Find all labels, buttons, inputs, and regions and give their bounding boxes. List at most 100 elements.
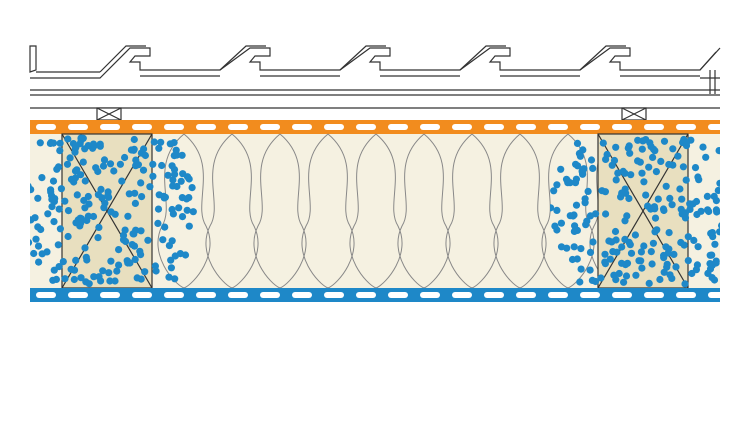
insulation-granule [111,277,119,285]
insulation-granule [115,246,123,254]
vapour-layer-perforation [324,292,344,298]
underlay-perforation [164,124,184,130]
insulation-granule [157,138,165,146]
insulation-granule [557,165,565,173]
insulation-granule [678,195,686,203]
underlay-perforation [484,124,504,130]
insulation-granule [573,255,581,263]
insulation-granule [43,248,51,256]
insulation-granule [77,274,85,282]
insulation-granule [620,278,628,286]
insulation-granule [138,193,146,201]
insulation-granule [89,140,98,148]
mineral-wool-lobe [253,133,307,289]
vapour-layer-perforation [708,292,728,298]
insulation-granule [642,191,650,199]
batten-left [96,107,122,121]
insulation-granule [176,250,184,258]
insulation-granule [586,248,595,256]
insulation-granule [686,200,694,208]
underlay-perforation [644,124,664,130]
insulation-granule [55,263,63,271]
vapour-layer-perforation [36,292,56,298]
insulation-granule [22,238,29,245]
insulation-granule [587,156,596,164]
insulation-granule [160,194,168,202]
insulation-granule [140,145,148,153]
insulation-granule [30,216,35,224]
insulation-granule [668,274,676,282]
insulation-granule [83,216,91,225]
insulation-granule [571,222,579,230]
insulation-granule [708,229,717,237]
underlay-perforation [356,124,376,130]
insulation-granule [662,182,670,190]
mineral-wool-lobe [541,133,595,289]
roof-tiles [29,45,721,94]
insulation-granule [619,167,627,175]
insulation-granule [644,202,652,210]
insulation-granule [665,245,673,253]
vapour-layer-perforation [644,292,664,298]
insulation-granule [577,245,585,253]
insulation-granule [127,146,135,154]
insulation-granule [699,143,707,151]
underlay-perforation [548,124,568,130]
insulation-granule [623,212,631,220]
insulation-granule [615,269,623,278]
insulation-granule [116,160,124,168]
insulation-granule [82,253,90,261]
insulation-granule [73,191,81,199]
insulation-granule [576,152,585,160]
vapour-layer-perforation [132,292,152,298]
insulation-granule [49,177,58,185]
insulation-granule [47,139,55,147]
vapour-layer-perforation [228,292,248,298]
insulation-granule [631,231,640,239]
insulation-granule [188,184,196,192]
batten-right [621,107,647,121]
underlay-perforation [292,124,312,130]
insulation-granule [682,176,690,184]
insulation-granule [141,268,149,276]
insulation-granule [563,244,571,252]
insulation-granule [137,227,145,235]
insulation-granule [67,265,75,273]
insulation-granule [131,199,139,207]
insulation-granule [722,177,729,184]
insulation-granule [97,277,105,285]
insulation-granule [169,176,177,184]
vapour-control-layer [30,288,728,302]
insulation-granule [124,212,132,220]
insulation-granule [625,194,633,203]
insulation-granule [577,265,585,273]
insulation-granule [139,166,148,174]
insulation-granule [178,151,186,159]
mineral-wool-lobe [205,133,259,289]
insulation-granule [72,143,80,151]
insulation-granule [627,249,636,257]
insulation-granule [72,256,80,264]
insulation-granule [90,273,98,281]
insulation-granule [684,233,692,241]
insulation-granule [550,187,558,195]
insulation-granule [30,239,33,246]
insulation-granule [676,185,684,193]
insulation-granule [100,156,109,164]
insulation-granule [674,152,682,160]
insulation-granule [189,208,197,216]
insulation-granule [578,168,587,176]
insulation-granule [684,257,692,265]
insulation-granule [609,248,617,256]
underlay-perforation [228,124,248,130]
insulation-granule [121,153,129,162]
mineral-wool-lobe [445,133,499,289]
insulation-granule [164,171,172,179]
insulation-granule [110,167,118,175]
insulation-granule [81,244,89,252]
insulation-granule [638,169,646,177]
insulation-granule [37,225,45,234]
insulation-granule [638,145,646,153]
insulation-granule [727,233,734,240]
insulation-granule [129,230,137,238]
